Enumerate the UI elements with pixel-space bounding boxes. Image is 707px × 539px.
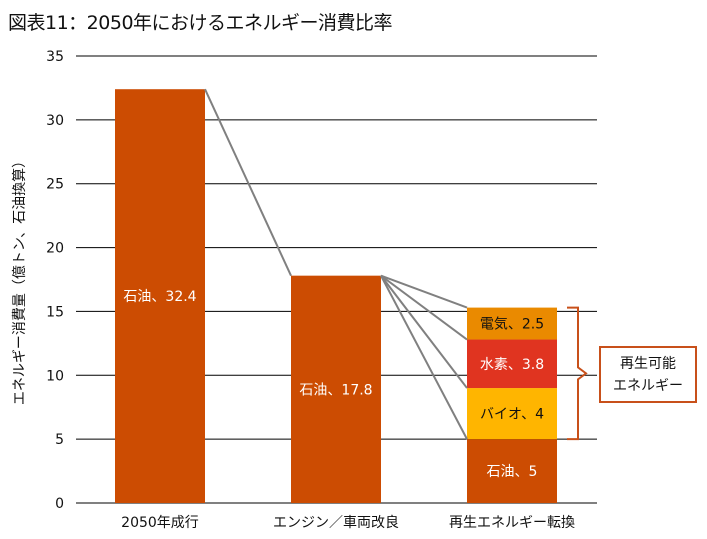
connector-line [380,274,468,309]
y-tick-label: 30 [46,113,64,129]
x-tick-label: 再生エネルギー転換 [449,515,575,531]
bar-segment-石油 [115,89,205,503]
y-axis-label: エネルギー消費量（億トン、石油換算） [12,154,28,405]
annotation-box [599,346,697,403]
y-tick-label: 15 [46,304,64,320]
data-label: 水素、3.8 [480,357,544,373]
connector-line [204,88,292,277]
data-label: 石油、17.8 [299,382,372,398]
bar-segment-石油 [467,439,557,503]
chart-title: 図表11：2050年におけるエネルギー消費比率 [8,12,393,34]
y-tick-label: 0 [55,496,64,512]
y-tick-label: 5 [55,432,64,448]
x-tick-label: エンジン／車両改良 [273,514,399,531]
data-label: 石油、5 [487,464,538,480]
connector-line [380,275,468,389]
y-tick-label: 20 [46,241,64,257]
bar-segment-バイオ [467,388,557,440]
y-tick-label: 25 [46,177,64,193]
y-tick-label: 10 [46,368,64,384]
bar-segment-水素 [467,339,557,389]
y-tick-label: 35 [46,49,64,65]
bar-segment-電気 [467,307,557,340]
bar-segment-石油 [291,275,381,503]
x-tick-label: 2050年成行 [121,515,199,531]
data-label: バイオ、4 [480,407,544,423]
bracket [567,306,588,441]
connector-line [380,274,468,341]
data-label: 電気、2.5 [480,317,544,333]
data-label: 石油、32.4 [123,289,196,305]
annotation-text: エネルギー [613,378,683,394]
annotation-text: 再生可能 [620,356,676,372]
connector-line [380,275,468,440]
